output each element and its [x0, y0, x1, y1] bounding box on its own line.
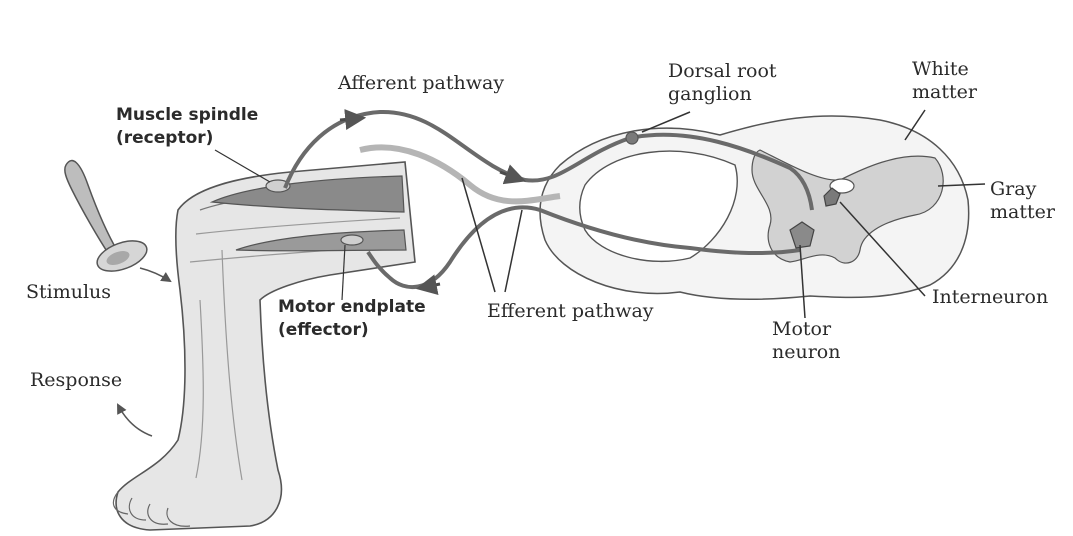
dorsal-root-ganglion-label: Dorsal root ganglion	[668, 60, 777, 106]
reflex-hammer	[65, 161, 151, 278]
white-matter-label-line-1: White	[912, 58, 977, 81]
afferent-direction-arrow-1	[340, 118, 362, 120]
white-matter-label: White matter	[912, 58, 977, 104]
leg	[113, 162, 415, 530]
motor-neuron-label: Motor neuron	[772, 318, 840, 364]
stimulus-label: Stimulus	[26, 281, 111, 304]
motor-endplate-label-line-2: (effector)	[278, 319, 426, 342]
white-matter-label-line-2: matter	[912, 81, 977, 104]
gray-matter-label-line-2: matter	[990, 201, 1055, 224]
dorsal-root-ganglion-label-line-1: Dorsal root	[668, 60, 777, 83]
efferent-pathway-label: Efferent pathway	[487, 300, 654, 323]
gray-matter-label-line-1: Gray	[990, 178, 1055, 201]
interneuron-label: Interneuron	[932, 286, 1048, 309]
motor-endplate-label: Motor endplate (effector)	[278, 296, 426, 342]
motor-neuron-label-line-2: neuron	[772, 341, 840, 364]
muscle-spindle-label: Muscle spindle (receptor)	[116, 104, 258, 150]
afferent-pathway-label: Afferent pathway	[338, 72, 504, 95]
muscle-spindle-leader	[215, 150, 270, 182]
efferent-leader-2	[505, 210, 522, 292]
dorsal-root-ganglion-label-line-2: ganglion	[668, 83, 777, 106]
spinal-cord	[540, 116, 969, 299]
motor-neuron-label-line-1: Motor	[772, 318, 840, 341]
muscle-spindle-label-line-1: Muscle spindle	[116, 104, 258, 127]
dorsal-root-ganglion	[626, 132, 638, 144]
motor-endplate	[341, 235, 363, 245]
response-arrow	[118, 405, 152, 436]
gray-matter-label: Gray matter	[990, 178, 1055, 224]
muscle-spindle-label-line-2: (receptor)	[116, 127, 258, 150]
motor-endplate-label-line-1: Motor endplate	[278, 296, 426, 319]
stimulus-arrow	[140, 268, 170, 281]
response-label: Response	[30, 369, 122, 392]
